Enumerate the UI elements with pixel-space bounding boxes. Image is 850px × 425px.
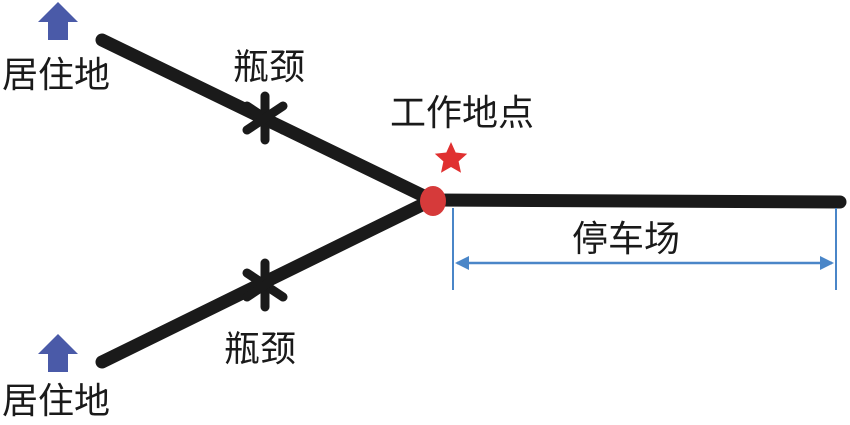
workplace-star-icon [434, 142, 468, 173]
junction-dot [420, 186, 446, 216]
bottleneck-bottom-label: 瓶颈 [224, 329, 297, 370]
residence-top-up-arrow-icon [38, 2, 78, 40]
bottleneck-top-icon [242, 91, 288, 145]
bottleneck-bottom-icon [242, 258, 288, 312]
parking-dimension-left-arrowhead [455, 256, 469, 270]
residence-bottom-up-arrow-icon [38, 334, 78, 372]
workplace-label: 工作地点 [390, 93, 535, 134]
residence-top-label: 居住地 [2, 55, 111, 96]
parking-label: 停车场 [572, 219, 681, 260]
bottleneck-top-label: 瓶颈 [233, 47, 306, 88]
parking-dimension-right-arrowhead [820, 256, 834, 270]
residence-bottom-label: 居住地 [2, 381, 111, 422]
main-road [425, 193, 847, 209]
